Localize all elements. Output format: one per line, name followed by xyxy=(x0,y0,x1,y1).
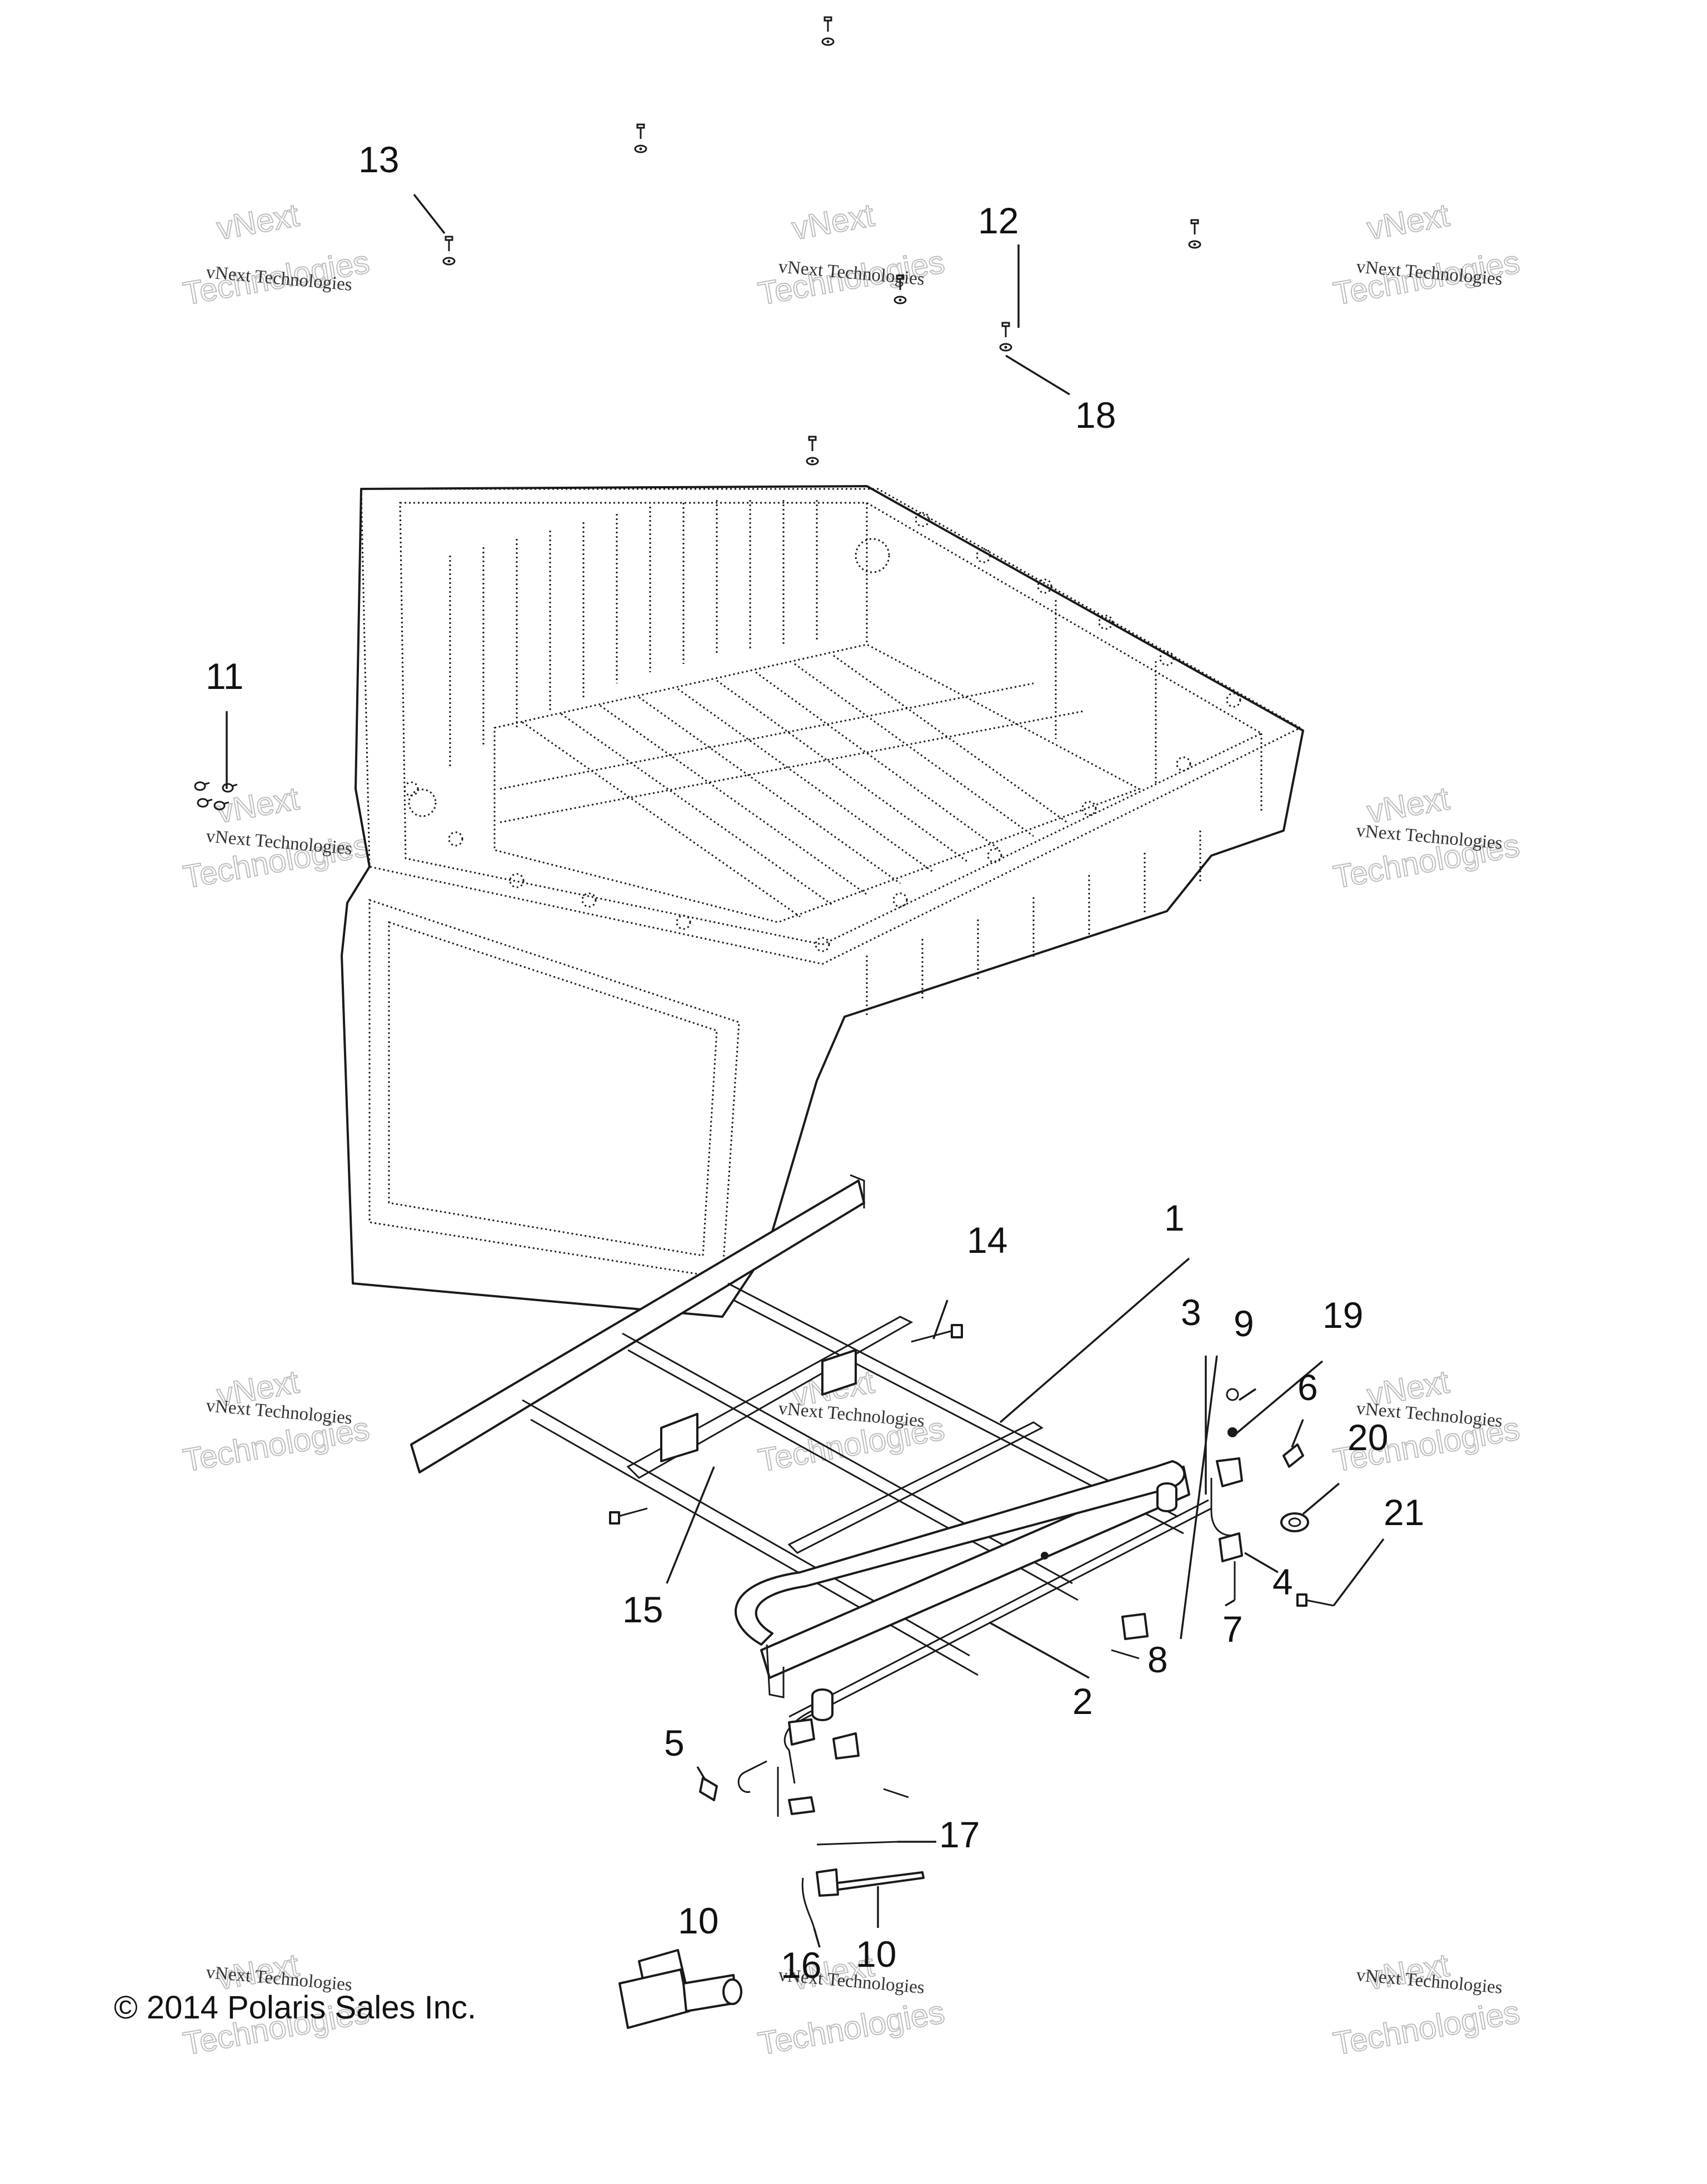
callout-17: 17 xyxy=(939,1814,980,1855)
callout-7: 7 xyxy=(1222,1608,1243,1650)
bed-frame xyxy=(410,1174,1190,1698)
callout-16: 16 xyxy=(781,1945,821,1986)
callout-10: 10 xyxy=(678,1900,718,1941)
watermark: vNext Technologies xyxy=(755,1947,948,2063)
callout-19: 19 xyxy=(1322,1295,1363,1336)
callout-14: 14 xyxy=(967,1220,1007,1261)
callout-11: 11 xyxy=(206,656,244,697)
leader-lines xyxy=(226,193,1385,1948)
screw-icon xyxy=(806,436,819,466)
cargo-box xyxy=(341,485,1304,1318)
callout-2: 2 xyxy=(1072,1681,1093,1722)
callout-12: 12 xyxy=(978,200,1019,241)
callout-1: 1 xyxy=(1164,1197,1185,1238)
callout-4: 4 xyxy=(1272,1561,1293,1602)
copyright-notice: © 2014 Polaris Sales Inc. xyxy=(114,1990,477,2026)
watermark-word-bottom: Technologies xyxy=(756,1994,947,2062)
screw-icon xyxy=(999,322,1012,352)
callout-18: 18 xyxy=(1075,394,1116,436)
watermark-word-top: vNext xyxy=(789,197,876,247)
screw-icon xyxy=(634,123,647,153)
latch-linkage xyxy=(609,1324,1334,1817)
callout-21: 21 xyxy=(1384,1492,1424,1533)
callout-20: 20 xyxy=(1347,1417,1388,1458)
watermark-word-bottom: Technologies xyxy=(1331,1994,1523,2062)
callout-13: 13 xyxy=(358,139,399,180)
screw-icon xyxy=(894,274,907,304)
watermark: vNext Technologies xyxy=(1330,1947,1523,2063)
callout-5: 5 xyxy=(664,1722,685,1763)
screw-icon xyxy=(821,16,835,46)
callout-8: 8 xyxy=(1147,1639,1168,1680)
watermark-word-top: vNext xyxy=(1364,197,1451,247)
watermark: vNext Technologies xyxy=(755,197,948,313)
callout-labels: 13 12 18 11 14 1 3 9 19 6 20 21 4 7 8 2 … xyxy=(206,139,1424,1986)
watermark-word-top: vNext xyxy=(214,197,301,247)
callout-6: 6 xyxy=(1297,1367,1318,1408)
lift-actuator xyxy=(618,1841,925,2029)
callout-9: 9 xyxy=(1234,1303,1254,1344)
callout-15: 15 xyxy=(622,1589,663,1630)
callout-10-strut: 10 xyxy=(856,1933,896,1975)
callout-3: 3 xyxy=(1181,1292,1201,1333)
screw-icon xyxy=(442,236,456,266)
screw-icon xyxy=(1188,219,1201,249)
watermark: vNext Technologies xyxy=(1330,197,1523,313)
